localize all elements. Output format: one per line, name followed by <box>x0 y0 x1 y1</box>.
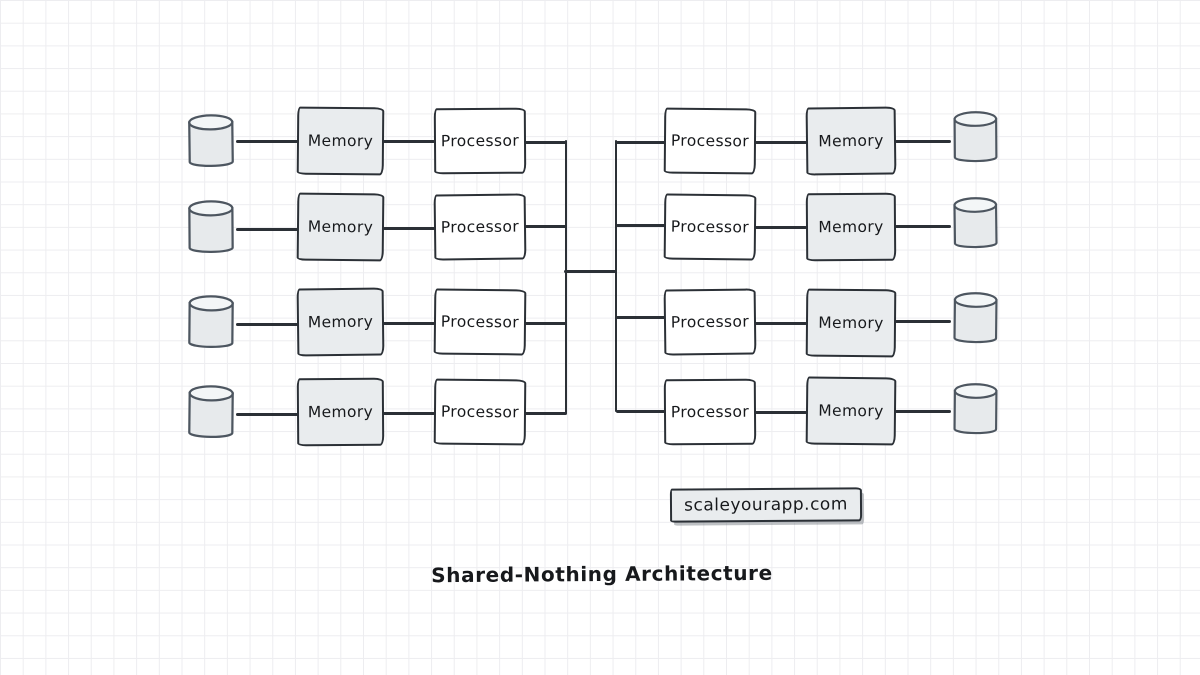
memory-node: Memory <box>296 106 385 176</box>
connector-line <box>236 140 298 143</box>
memory-label: Memory <box>307 131 374 151</box>
connector-line <box>755 226 807 229</box>
connector-line <box>525 412 567 415</box>
processor-node: Processor <box>663 378 757 446</box>
connector-line <box>383 140 435 143</box>
memory-label: Memory <box>818 131 884 151</box>
database-icon <box>186 384 237 443</box>
connector-line <box>616 224 666 227</box>
processor-node: Processor <box>433 288 527 356</box>
memory-label: Memory <box>307 217 374 237</box>
database-icon <box>186 113 237 172</box>
connector-line <box>616 410 666 413</box>
bus-cross-link <box>564 270 617 273</box>
processor-label: Processor <box>670 402 750 422</box>
connector-line <box>383 227 435 230</box>
memory-node: Memory <box>805 192 897 262</box>
database-icon <box>950 196 1002 253</box>
watermark-badge: scaleyourapp.com <box>669 487 863 523</box>
bus-line-right <box>614 140 617 412</box>
connector-line <box>383 322 435 325</box>
memory-node: Memory <box>296 287 385 357</box>
connector-line <box>895 410 951 413</box>
database-icon <box>950 382 1001 438</box>
processor-node: Processor <box>663 193 757 261</box>
memory-label: Memory <box>307 402 374 422</box>
connector-line <box>755 141 807 144</box>
connector-line <box>525 225 567 228</box>
memory-node: Memory <box>805 288 897 358</box>
connector-line <box>616 316 666 319</box>
processor-node: Processor <box>433 378 527 446</box>
connector-line <box>383 412 435 415</box>
connector-line <box>236 228 298 231</box>
bus-line-left <box>564 140 567 414</box>
database-icon <box>186 199 236 257</box>
watermark-label: scaleyourapp.com <box>684 494 848 516</box>
connector-line <box>525 322 567 325</box>
memory-label: Memory <box>818 401 884 421</box>
diagram-title: Shared-Nothing Architecture <box>431 560 773 588</box>
connector-line <box>755 411 807 414</box>
processor-label: Processor <box>440 217 520 237</box>
database-icon <box>950 110 1001 166</box>
connector-line <box>895 225 951 228</box>
memory-node: Memory <box>805 106 897 176</box>
processor-node: Processor <box>663 107 757 175</box>
processor-label: Processor <box>670 131 750 151</box>
connector-line <box>236 323 298 326</box>
memory-node: Memory <box>296 377 385 447</box>
processor-label: Processor <box>670 217 750 237</box>
connector-line <box>525 141 567 144</box>
connector-line <box>616 141 666 144</box>
connector-line <box>895 320 951 323</box>
processor-label: Processor <box>670 312 750 332</box>
database-icon <box>950 291 1002 348</box>
processor-node: Processor <box>433 193 527 261</box>
memory-node: Memory <box>805 376 897 446</box>
processor-label: Processor <box>440 402 520 422</box>
processor-label: Processor <box>440 131 520 151</box>
connector-line <box>895 140 951 143</box>
processor-label: Processor <box>440 312 520 332</box>
database-icon <box>186 294 237 352</box>
memory-label: Memory <box>818 217 884 237</box>
memory-label: Memory <box>818 313 884 333</box>
connector-line <box>236 413 298 416</box>
memory-node: Memory <box>296 192 385 262</box>
processor-node: Processor <box>663 288 757 356</box>
memory-label: Memory <box>307 312 374 332</box>
connector-line <box>755 322 807 325</box>
processor-node: Processor <box>433 107 527 175</box>
